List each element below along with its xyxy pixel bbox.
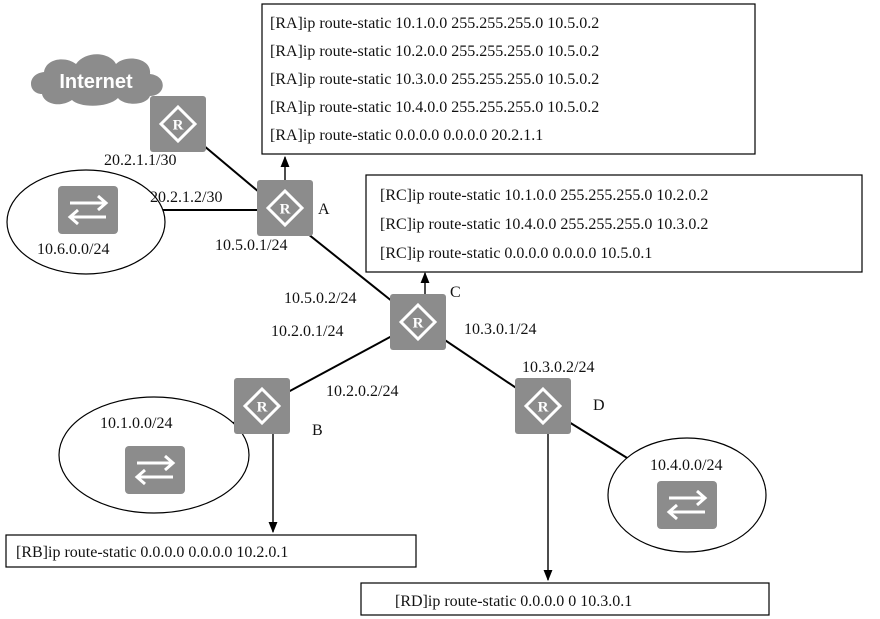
switch-a-lan-icon [56, 184, 120, 236]
config-rd-line: [RD]ip route-static 0.0.0.0 0 10.3.0.1 [395, 593, 632, 610]
config-ra-line: [RA]ip route-static 0.0.0.0 0.0.0.0 20.2… [270, 127, 543, 144]
internet-label: Internet [59, 71, 133, 93]
label-isp-a: 20.2.1.1/30 [104, 152, 176, 169]
router-d-icon [513, 376, 573, 436]
network-a-lan: 10.6.0.0/24 [37, 241, 109, 258]
label-c-b: 10.2.0.1/24 [271, 323, 343, 340]
config-rc-line: [RC]ip route-static 0.0.0.0 0.0.0.0 10.5… [380, 245, 652, 262]
internet-cloud: Internet [31, 54, 163, 106]
isp-router-icon [148, 94, 208, 154]
router-d-name: D [593, 397, 605, 414]
label-c-d: 10.3.0.1/24 [464, 321, 536, 338]
config-rc-line: [RC]ip route-static 10.1.0.0 255.255.255… [380, 187, 708, 204]
label-a-c: 10.5.0.1/24 [215, 237, 287, 254]
label-a-isp: 20.2.1.2/30 [150, 189, 222, 206]
config-ra-line: [RA]ip route-static 10.4.0.0 255.255.255… [270, 99, 599, 116]
router-a-icon [255, 178, 315, 238]
network-b-lan: 10.1.0.0/24 [100, 415, 172, 432]
config-ra-line: [RA]ip route-static 10.2.0.0 255.255.255… [270, 43, 599, 60]
router-c-name: C [450, 284, 461, 301]
switch-b-lan-icon [123, 444, 187, 496]
config-box-ra: [RA]ip route-static 10.1.0.0 255.255.255… [261, 3, 756, 155]
config-box-rc: [RC]ip route-static 10.1.0.0 255.255.255… [365, 174, 863, 273]
network-d-lan: 10.4.0.0/24 [650, 457, 722, 474]
config-box-rd: [RD]ip route-static 0.0.0.0 0 10.3.0.1 [360, 582, 770, 616]
label-c-a: 10.5.0.2/24 [284, 290, 356, 307]
config-rb-line: [RB]ip route-static 0.0.0.0 0.0.0.0 10.2… [16, 544, 288, 561]
router-c-icon [388, 292, 448, 352]
label-b-c: 10.2.0.2/24 [326, 383, 398, 400]
label-d-c: 10.3.0.2/24 [522, 359, 594, 376]
config-rc-line: [RC]ip route-static 10.4.0.0 255.255.255… [380, 216, 708, 233]
config-ra-line: [RA]ip route-static 10.3.0.0 255.255.255… [270, 71, 599, 88]
router-b-name: B [312, 422, 323, 439]
config-box-rb: [RB]ip route-static 0.0.0.0 0.0.0.0 10.2… [5, 534, 417, 568]
config-ra-line: [RA]ip route-static 10.1.0.0 255.255.255… [270, 15, 599, 32]
router-a-name: A [318, 201, 330, 218]
switch-d-lan-icon [655, 479, 719, 531]
router-b-icon [232, 376, 292, 436]
